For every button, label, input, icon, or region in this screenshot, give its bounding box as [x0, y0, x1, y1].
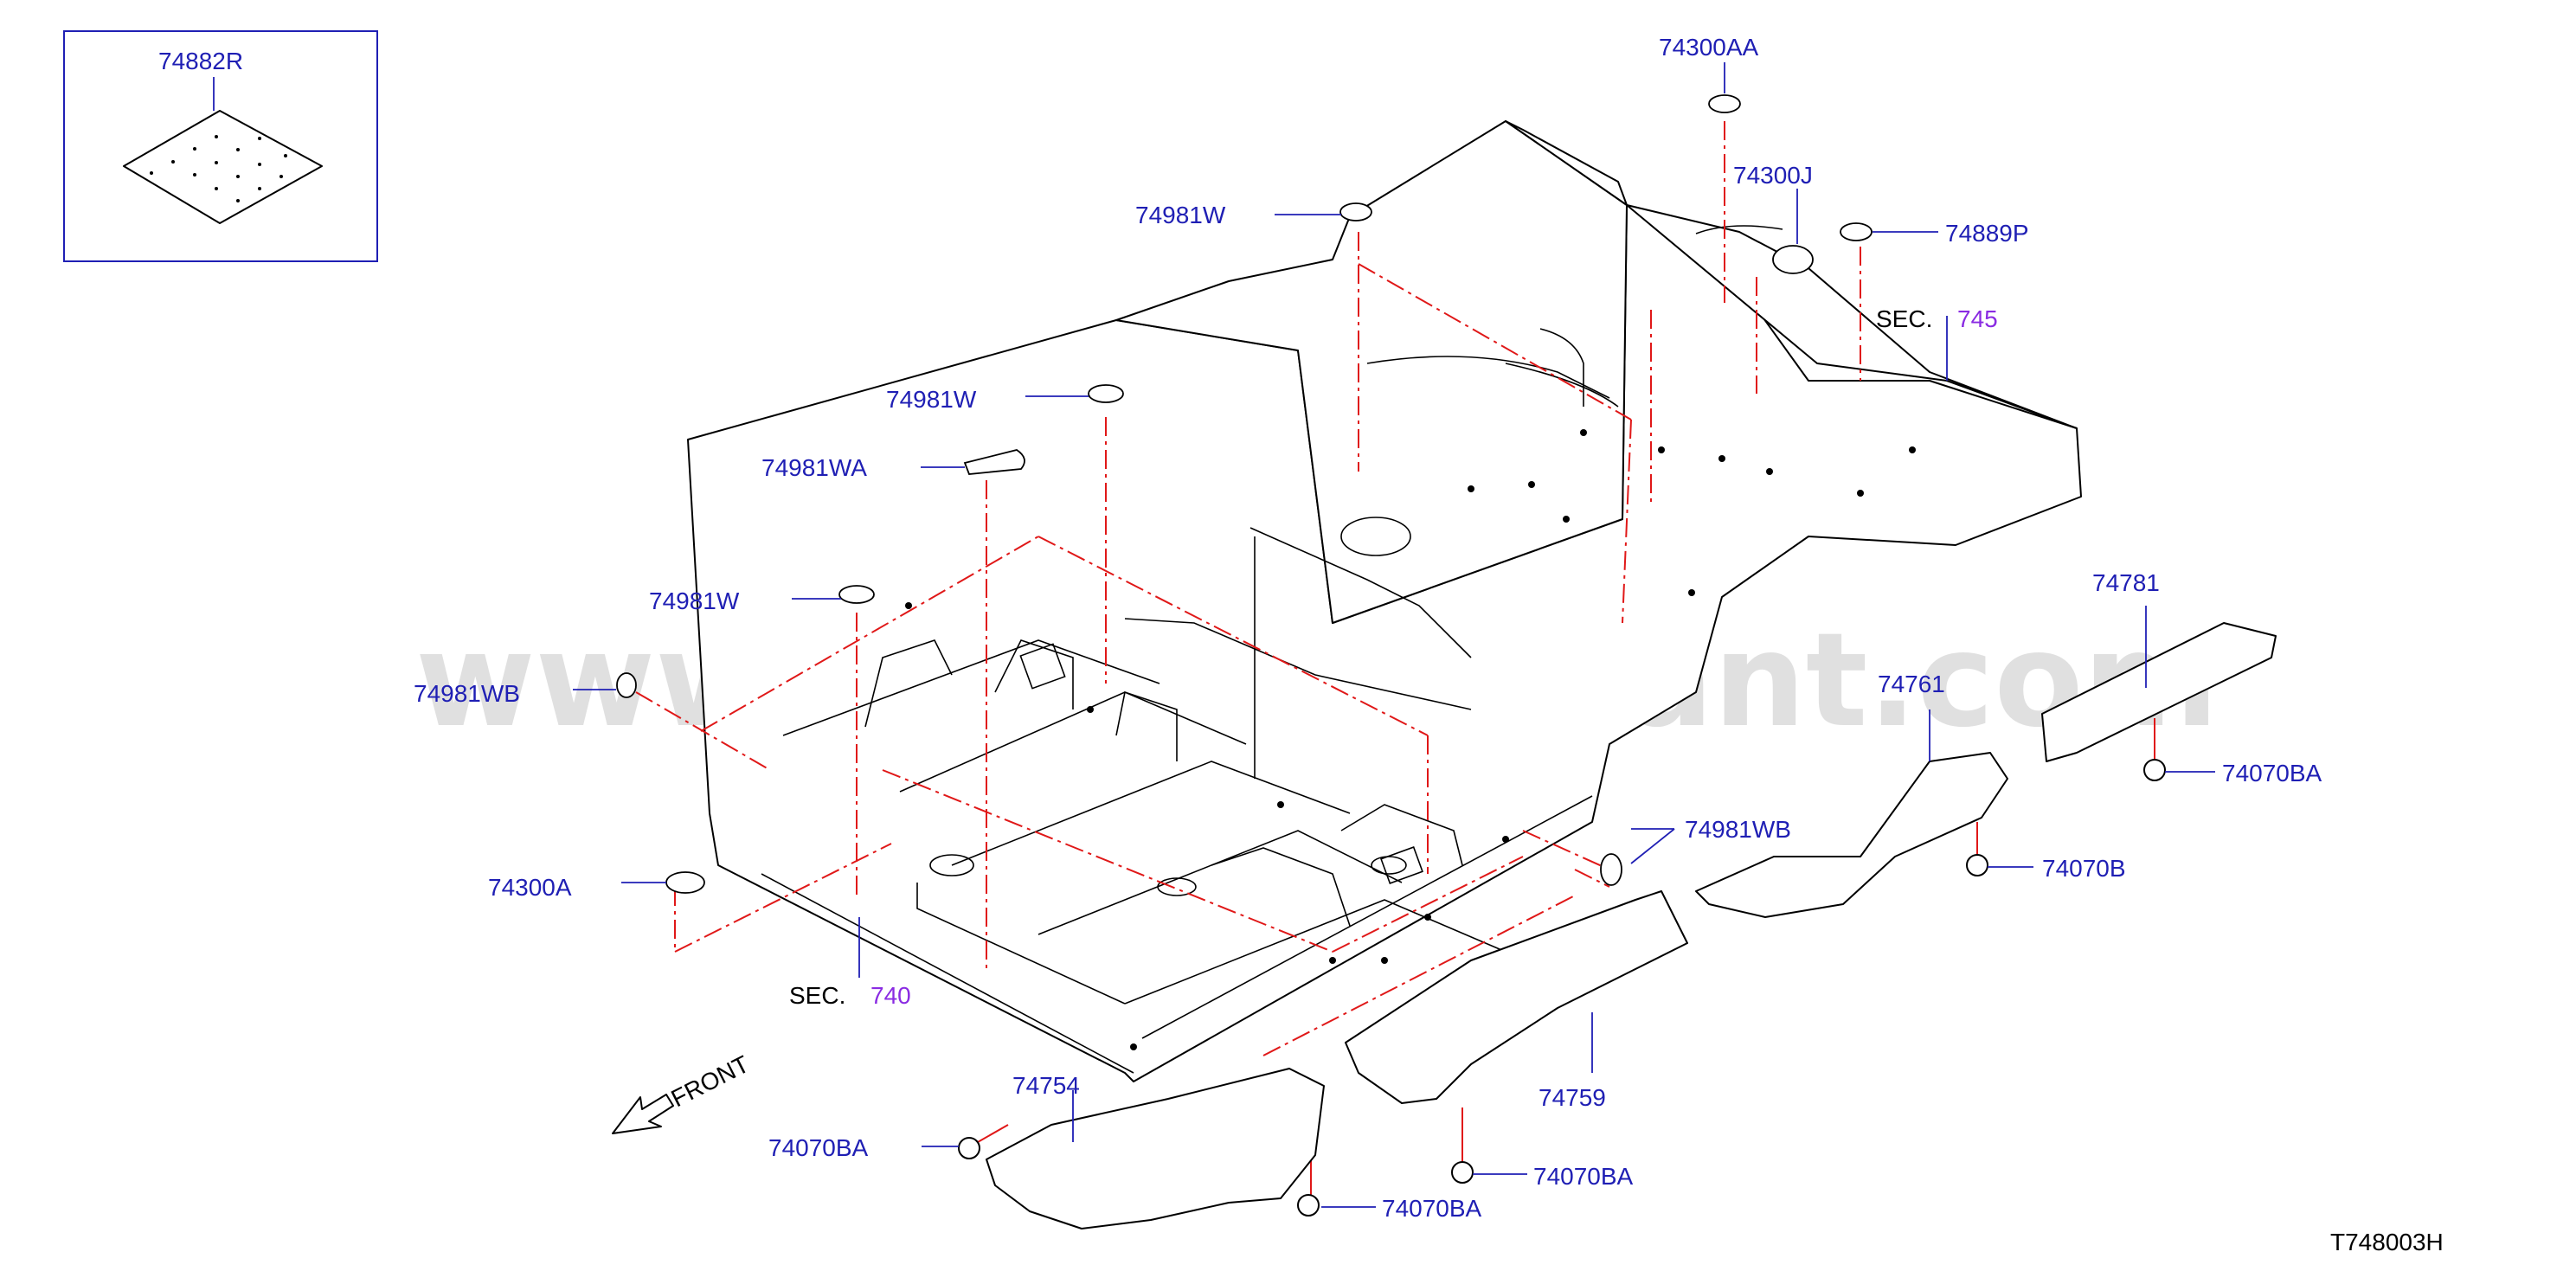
- plug-74981WB-1[interactable]: [616, 672, 637, 698]
- callout-74781[interactable]: 74781: [2092, 569, 2160, 596]
- sec-745-prefix: SEC.: [1876, 305, 1932, 332]
- callout-74070BA-2[interactable]: 74070BA: [1533, 1163, 1634, 1190]
- insulator-74759[interactable]: [1345, 890, 1688, 1104]
- insulators: [986, 622, 2277, 1229]
- callout-74759[interactable]: 74759: [1539, 1084, 1606, 1111]
- callout-74761[interactable]: 74761: [1878, 671, 1945, 697]
- callout-74981W-3[interactable]: 74981W: [649, 587, 740, 614]
- clips: [958, 759, 2166, 1217]
- callout-74889P[interactable]: 74889P: [1945, 220, 2029, 247]
- callout-74300AA[interactable]: 74300AA: [1659, 34, 1759, 61]
- sec-740-link[interactable]: 740: [870, 982, 911, 1009]
- callout-74981WB-2[interactable]: 74981WB: [1685, 816, 1791, 843]
- plug-74889P[interactable]: [1840, 222, 1873, 241]
- clip-74070BA-2[interactable]: [1451, 1161, 1474, 1184]
- callout-74070BA-1[interactable]: 74070BA: [2222, 760, 2322, 786]
- sec-745-link[interactable]: 745: [1957, 305, 1998, 332]
- insulator-74781[interactable]: [2041, 622, 2277, 762]
- plug-74981W-2[interactable]: [1088, 384, 1124, 403]
- insulator-74754[interactable]: [986, 1068, 1325, 1229]
- plug-74981WB-2[interactable]: [1600, 853, 1622, 886]
- sec-740-prefix: SEC.: [789, 982, 845, 1009]
- leader-lines: [573, 62, 2215, 1208]
- clip-74070BA-1[interactable]: [2143, 759, 2166, 781]
- callout-74300J[interactable]: 74300J: [1733, 162, 1813, 189]
- clip-74070B[interactable]: [1966, 854, 1988, 876]
- inset-box: 74882R: [63, 30, 378, 262]
- callout-74300A[interactable]: 74300A: [488, 874, 572, 901]
- front-label: FRONT: [667, 1050, 754, 1112]
- plug-74300J[interactable]: [1772, 245, 1814, 274]
- plug-74981W-3[interactable]: [838, 585, 875, 604]
- callout-74754[interactable]: 74754: [1012, 1072, 1080, 1099]
- floor-panel: [687, 120, 2082, 1082]
- diagram-code: T748003H: [2330, 1229, 2444, 1255]
- clip-74070BA-3[interactable]: [1297, 1194, 1320, 1217]
- callout-74070BA-4[interactable]: 74070BA: [768, 1134, 869, 1161]
- plug-74300A[interactable]: [665, 871, 705, 894]
- plug-74981WA[interactable]: [963, 449, 1025, 475]
- guide-lines: [635, 121, 2155, 1198]
- front-indicator: FRONT: [612, 1050, 754, 1134]
- mat-sheet-74882R[interactable]: [123, 110, 323, 224]
- front-arrow-icon: [612, 1094, 674, 1134]
- callout-74981WA[interactable]: 74981WA: [761, 454, 867, 481]
- insulator-74761[interactable]: [1695, 752, 2008, 918]
- section-refs: SEC. 745 SEC. 740: [789, 305, 1998, 1009]
- callout-74981WB-1[interactable]: 74981WB: [414, 680, 520, 707]
- plug-74981W-1[interactable]: [1339, 202, 1372, 221]
- callout-74981W-2[interactable]: 74981W: [886, 386, 977, 413]
- callout-74070BA-3[interactable]: 74070BA: [1382, 1195, 1482, 1222]
- plugs: [616, 94, 1873, 894]
- plug-74300AA[interactable]: [1708, 94, 1741, 113]
- clip-74070BA-4[interactable]: [958, 1137, 980, 1159]
- callout-74981W-1[interactable]: 74981W: [1135, 202, 1226, 228]
- callout-74070B[interactable]: 74070B: [2042, 855, 2126, 882]
- callout-labels: 74300AA 74300J 74889P 74981W 74981W 7498…: [414, 34, 2322, 1222]
- callout-74882R[interactable]: 74882R: [158, 48, 243, 74]
